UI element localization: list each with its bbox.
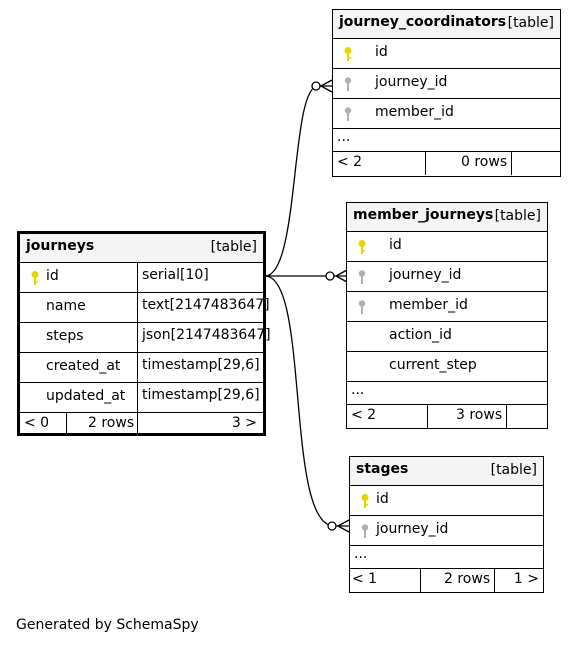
column-name: id [46,268,59,284]
column-type: text[2147483647] [137,293,270,322]
children-count[interactable]: 1 > [513,571,539,587]
crowfoot-stages [337,519,350,533]
column-name: member_id [375,104,454,120]
foreign-key-icon [361,524,369,538]
table-name: stages [356,461,409,477]
more-columns: ... [347,382,547,405]
column-row[interactable]: updated_at timestamp[29,6] [20,383,263,413]
table-header: member_journeys [table] [347,203,547,232]
table-header: journeys [table] [20,234,263,263]
crowfoot-journey-coordinators [320,79,333,93]
optional-marker-journey-coordinators [311,81,321,91]
parents-count[interactable]: < 2 [351,407,377,423]
table-kind: [table] [494,208,541,224]
column-row[interactable]: member_id [333,99,560,129]
optional-marker-stages [327,521,337,531]
table-header: journey_coordinators [table] [333,10,560,39]
foreign-key-icon [358,270,366,284]
row-count: 2 rows [444,571,491,587]
column-name: id [376,491,389,507]
generated-by-label: Generated by SchemaSpy [16,617,199,633]
table-footer: < 2 0 rows [333,152,560,175]
foreign-key-icon [344,107,352,121]
more-columns: ... [333,129,560,152]
ellipsis: ... [351,382,365,398]
parents-count[interactable]: < 2 [337,154,363,170]
column-name: updated_at [46,388,126,404]
column-row[interactable]: name text[2147483647] [20,293,270,323]
column-row[interactable]: current_step [347,352,547,382]
table-footer: < 2 3 rows [347,405,547,428]
ellipsis: ... [354,546,368,562]
row-count: 2 rows [88,415,135,431]
crowfoot-member-journeys [335,269,348,283]
column-name: journey_id [375,74,448,90]
table-stages[interactable]: stages [table] id journey_id ... < 1 2 r… [349,456,544,593]
table-kind: [table] [490,462,537,478]
column-row[interactable]: id [333,39,560,69]
foreign-key-icon [344,77,352,91]
table-name: member_journeys [353,207,494,223]
column-type: json[2147483647] [137,323,271,352]
column-row[interactable]: id serial[10] [20,263,263,293]
row-count: 0 rows [461,154,508,170]
primary-key-icon [358,240,366,254]
column-name: steps [46,328,84,344]
table-name: journey_coordinators [339,14,507,30]
column-type: serial[10] [137,263,209,292]
primary-key-icon [344,47,352,61]
column-name: action_id [389,327,452,343]
table-kind: [table] [507,15,554,31]
column-row[interactable]: id [350,486,543,516]
children-count[interactable]: 3 > [231,415,257,431]
column-name: member_id [389,297,468,313]
table-footer: < 0 2 rows 3 > [20,413,263,436]
column-row[interactable]: created_at timestamp[29,6] [20,353,263,383]
column-name: id [375,44,388,60]
parents-count[interactable]: < 0 [24,415,50,431]
column-row[interactable]: id [347,232,547,262]
table-journey-coordinators[interactable]: journey_coordinators [table] id journey_… [332,9,561,177]
column-name: name [46,298,86,314]
more-columns: ... [350,546,543,569]
column-row[interactable]: action_id [347,322,547,352]
link-journey-coordinators [264,85,332,277]
column-row[interactable]: journey_id [333,69,560,99]
table-footer: < 1 2 rows 1 > [350,569,543,592]
column-name: id [389,237,402,253]
row-count: 3 rows [456,407,503,423]
column-type: timestamp[29,6] [137,383,260,412]
foreign-key-icon [358,300,366,314]
primary-key-icon [361,494,369,508]
column-row[interactable]: member_id [347,292,547,322]
table-journeys[interactable]: journeys [table] id serial[10] name text… [17,231,271,436]
column-row[interactable]: journey_id [350,516,543,546]
table-header: stages [table] [350,457,543,486]
table-member-journeys[interactable]: member_journeys [table] id journey_id me… [346,202,548,429]
table-kind: [table] [210,239,257,255]
column-name: current_step [389,357,477,373]
column-name: created_at [46,358,121,374]
table-name: journeys [26,238,95,254]
column-row[interactable]: journey_id [347,262,547,292]
column-name: journey_id [389,267,462,283]
optional-marker-member-journeys [325,271,335,281]
link-stages [264,275,349,527]
ellipsis: ... [337,129,351,145]
primary-key-icon [31,271,39,285]
column-name: journey_id [376,521,449,537]
column-type: timestamp[29,6] [137,353,260,382]
column-row[interactable]: steps json[2147483647] [20,323,271,353]
parents-count[interactable]: < 1 [352,571,378,587]
